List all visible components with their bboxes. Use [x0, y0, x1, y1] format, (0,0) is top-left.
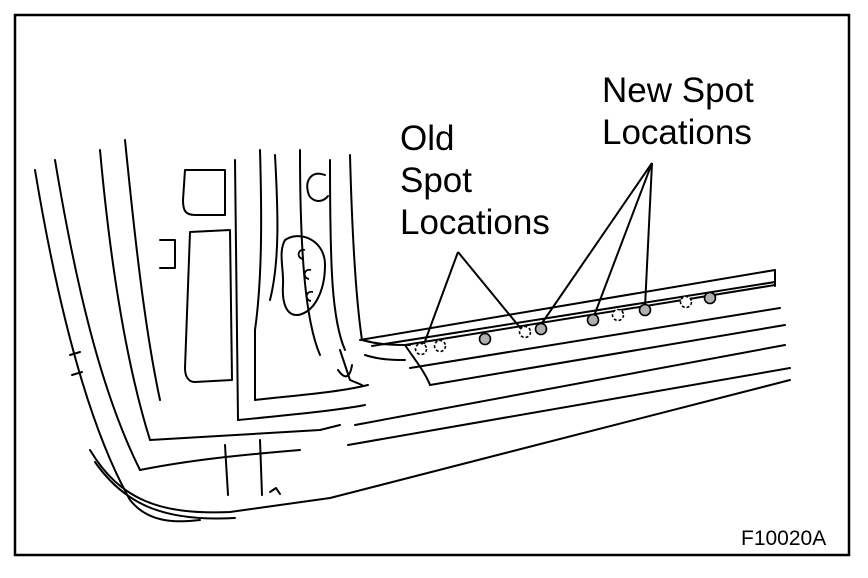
new-spot-locations-label: New Spot Locations [602, 70, 754, 154]
leader-new-a [539, 162, 653, 327]
leader-new-c [644, 162, 653, 308]
old-spot-marker [414, 342, 428, 356]
new-spot-marker [586, 313, 600, 327]
new-label-line-1: New Spot [602, 71, 754, 110]
new-label-line-2: Locations [602, 113, 752, 152]
leader-old-b [457, 251, 523, 331]
new-spot-markers [478, 291, 717, 346]
new-spot-marker [638, 303, 652, 317]
leader-new-b [593, 162, 653, 317]
old-spot-marker [611, 308, 625, 322]
small-c-marks [297, 248, 314, 302]
figure-code: F10020A [741, 527, 827, 550]
old-label-line-3: Locations [400, 203, 550, 242]
new-spot-marker [703, 291, 717, 305]
new-spot-marker [534, 322, 548, 336]
new-spot-marker [478, 332, 492, 346]
old-spot-marker [433, 339, 447, 353]
old-label-line-2: Spot [400, 161, 472, 200]
leader-lines [423, 162, 653, 345]
old-label-line-1: Old [400, 119, 455, 158]
old-spot-markers [414, 295, 693, 356]
old-spot-locations-label: Old Spot Locations [400, 118, 550, 244]
body-panel-drawing [34, 139, 791, 523]
figure-border [13, 13, 851, 557]
old-spot-marker [679, 295, 693, 309]
old-spot-marker [518, 325, 532, 339]
leader-old-a [423, 251, 459, 345]
